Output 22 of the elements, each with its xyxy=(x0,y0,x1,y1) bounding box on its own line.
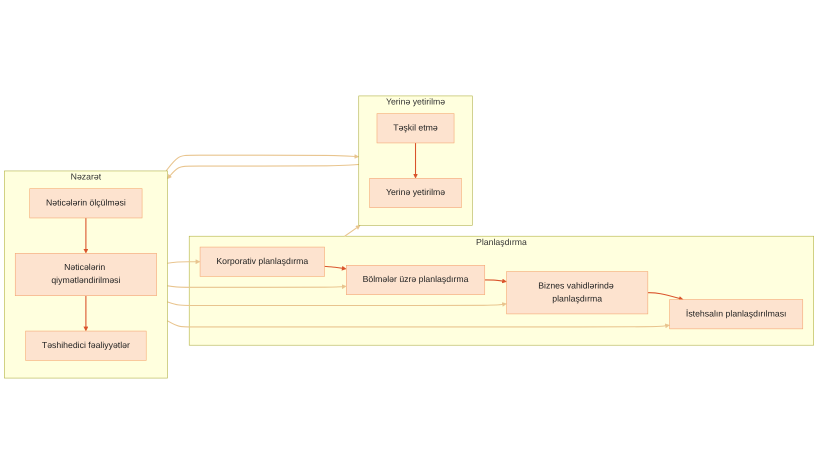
node-box: Nəticələrin qiymətləndirilməsi xyxy=(14,253,157,296)
node-box: Korporativ planlaşdırma xyxy=(200,246,325,277)
arrow xyxy=(324,266,346,271)
arrow xyxy=(167,284,346,290)
arrow xyxy=(167,164,359,180)
arrow xyxy=(167,259,200,264)
arrow xyxy=(167,320,670,328)
arrow xyxy=(84,218,88,254)
arrow xyxy=(344,225,360,237)
node-box: Təşkil etmə xyxy=(376,113,454,144)
arrow xyxy=(84,296,88,332)
node-box: Biznes vahidlərində planlaşdırma xyxy=(506,271,648,314)
node-box: Bölmələr üzrə planlaşdırma xyxy=(346,265,486,295)
node-box: Təshihedici fəaliyyətlər xyxy=(25,330,146,361)
arrow xyxy=(166,154,359,172)
arrow xyxy=(167,301,507,307)
arrow xyxy=(484,278,507,284)
node-box: Nəticələrin ölçülməsi xyxy=(29,188,142,218)
node-box: Yerinə yetirilmə xyxy=(369,178,462,208)
arrow xyxy=(648,292,684,301)
arrow xyxy=(413,142,418,178)
node-box: İstehsalın planlaşdırılması xyxy=(669,299,804,330)
